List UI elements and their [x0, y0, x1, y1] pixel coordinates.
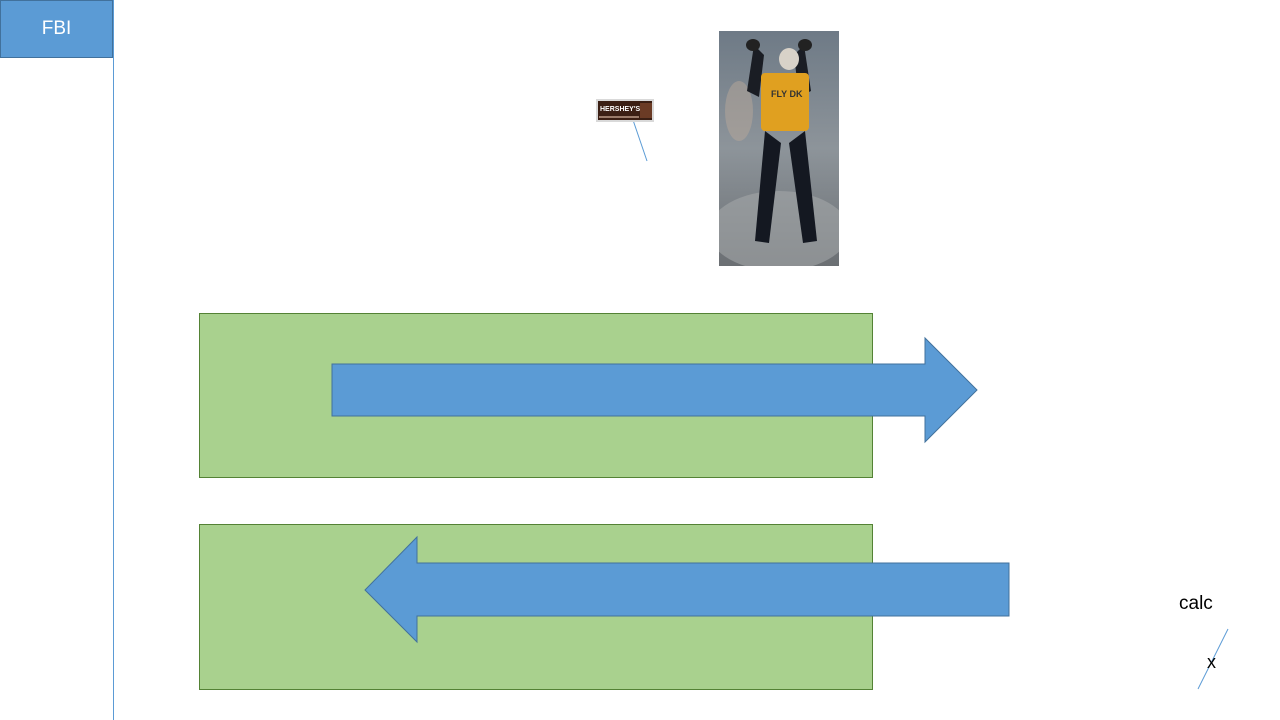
- fbi-label: FBI: [41, 18, 72, 39]
- x-label: x: [1207, 652, 1216, 672]
- vest-text: FLY DK: [771, 89, 803, 99]
- candy-connector-line[interactable]: [632, 119, 648, 162]
- vertical-divider: [113, 0, 114, 720]
- calc-label: calc: [1179, 593, 1213, 614]
- candy-brand-text: HERSHEY'S: [600, 106, 641, 113]
- candy-bar-image[interactable]: HERSHEY'S: [596, 99, 654, 122]
- left-arrow[interactable]: [364, 535, 1010, 644]
- right-arrow[interactable]: [331, 336, 978, 444]
- x-connector-line[interactable]: [1197, 628, 1229, 690]
- fbi-box[interactable]: FBI: [0, 0, 113, 58]
- deck-crew-photo[interactable]: FLY DK: [719, 31, 839, 266]
